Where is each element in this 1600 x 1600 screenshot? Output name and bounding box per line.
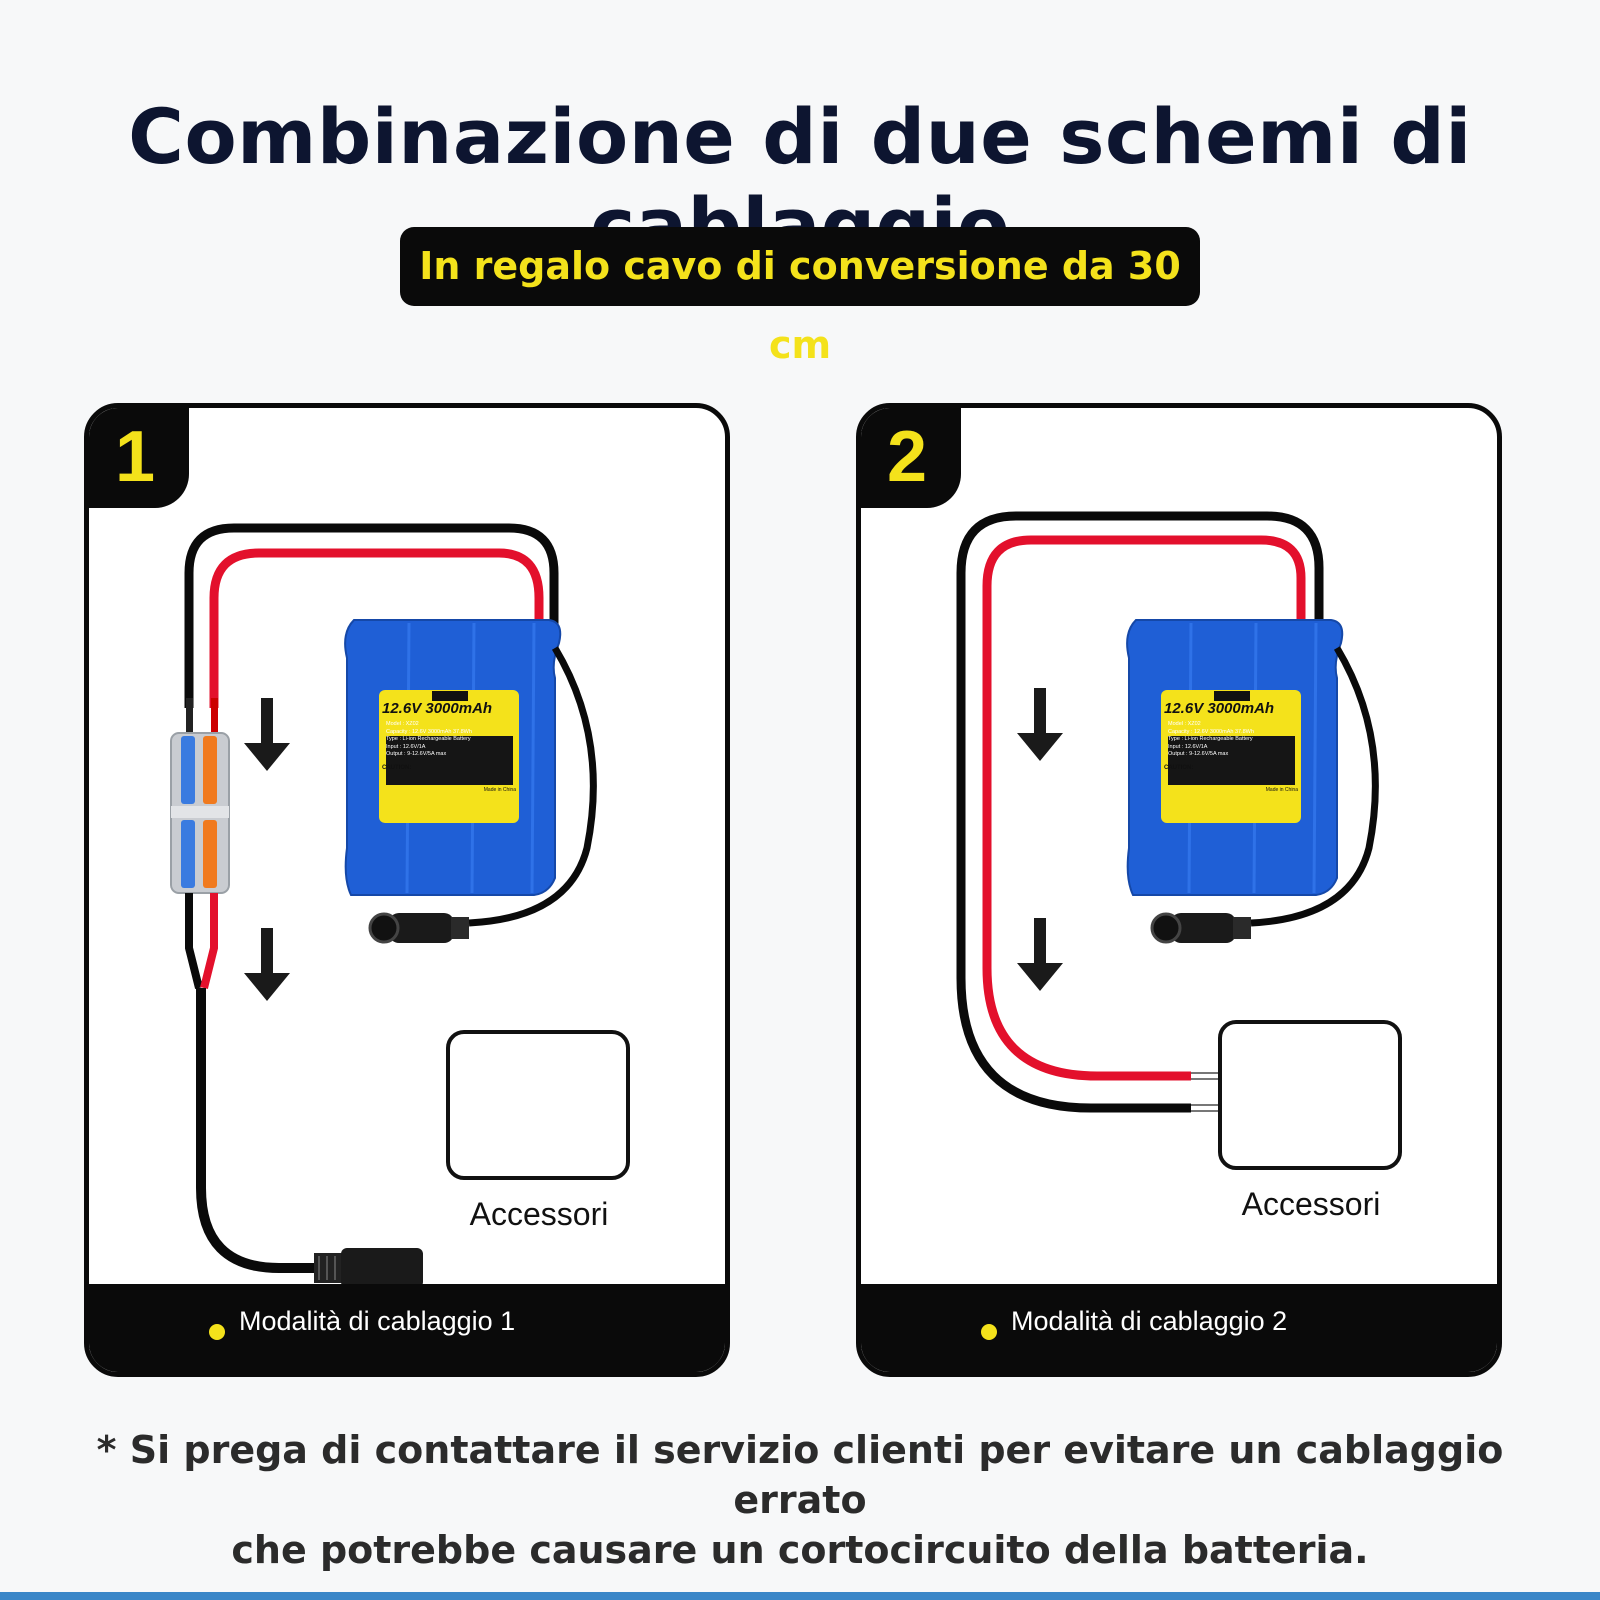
battery-title: 12.6V 3000mAh xyxy=(1164,700,1275,717)
black-wire xyxy=(184,523,559,708)
battery-dc-jack-icon xyxy=(1150,912,1251,944)
accessory-label: Accessori xyxy=(1241,1186,1381,1222)
gift-banner: In regalo cavo di conversione da 30 cm xyxy=(400,227,1200,367)
wiring-panel-2: 12.6V 3000mAh Model : XZ02 Capacity : 12… xyxy=(856,403,1502,1377)
footnote-line-2: che potrebbe causare un cortocircuito de… xyxy=(231,1528,1369,1572)
battery-output: Output : 9-12.6V/5A max xyxy=(386,751,447,757)
battery-caution: CAUTION: xyxy=(1164,764,1194,771)
wiring-panel-1: 12.6V 3000mAh Model : XZ02 Capacity : 12… xyxy=(84,403,730,1377)
red-wire xyxy=(209,548,544,708)
battery-made-in: Made in China xyxy=(483,786,516,793)
bullet-dot-icon xyxy=(209,1324,225,1340)
battery-label: 12.6V 3000mAh Model : XZ02 Capacity : 12… xyxy=(382,700,516,793)
lower-black-wire xyxy=(185,893,203,989)
battery-dc-jack-icon xyxy=(368,912,469,944)
battery-type: Type : Li-ion Rechargeable Battery xyxy=(1168,736,1253,742)
accessory-label: Accessori xyxy=(469,1196,609,1232)
panel-number: 2 xyxy=(887,417,928,497)
down-arrow-icon xyxy=(244,698,290,771)
lever-connector-icon xyxy=(170,732,230,894)
battery-title: 12.6V 3000mAh xyxy=(382,700,493,717)
black-wire xyxy=(956,511,1324,1113)
panel-number: 1 xyxy=(115,417,156,497)
bullet-dot-icon xyxy=(981,1324,997,1340)
battery-pack-icon xyxy=(1126,619,1344,896)
battery-input: Input : 12.6V/1A xyxy=(386,743,426,750)
wiring-mode-label: Modalità di cablaggio 1 xyxy=(239,1306,516,1336)
dc-plug-icon xyxy=(314,1248,423,1288)
battery-made-in: Made in China xyxy=(1265,786,1298,793)
down-arrow-icon xyxy=(1017,688,1063,761)
battery-pack-icon xyxy=(344,619,562,896)
battery-model: Model : XZ02 xyxy=(386,721,419,727)
panel-footer: Modalità di cablaggio 1 xyxy=(89,1284,725,1372)
wiring-mode-label: Modalità di cablaggio 2 xyxy=(1011,1306,1288,1336)
battery-input: Input : 12.6V/1A xyxy=(1168,743,1208,750)
wiring-diagram-2 xyxy=(956,511,1390,1160)
footnote-line-1: * Si prega di contattare il servizio cli… xyxy=(96,1428,1504,1522)
battery-capacity: Capacity : 12.6V 3000mAh 37.8Wh xyxy=(1168,728,1254,735)
down-arrow-icon xyxy=(1017,918,1063,991)
down-arrow-icon xyxy=(244,928,290,1001)
red-wire xyxy=(982,535,1306,1081)
battery-model: Model : XZ02 xyxy=(1168,721,1201,727)
battery-label: 12.6V 3000mAh Model : XZ02 Capacity : 12… xyxy=(1164,700,1298,793)
battery-caution: CAUTION: xyxy=(382,764,412,771)
wiring-diagram-1 xyxy=(170,523,618,1288)
bottom-strip xyxy=(0,1592,1600,1600)
panel-number-tab: 2 xyxy=(861,408,961,508)
accessory-frame xyxy=(1218,1020,1402,1170)
battery-cable xyxy=(1250,646,1379,927)
footnote: * Si prega di contattare il servizio cli… xyxy=(40,1425,1560,1575)
accessory-frame xyxy=(446,1030,630,1180)
battery-cable xyxy=(468,646,597,927)
panel-footer: Modalità di cablaggio 2 xyxy=(861,1284,1497,1372)
battery-type: Type : Li-ion Rechargeable Battery xyxy=(386,736,471,742)
battery-output: Output : 9-12.6V/5A max xyxy=(1168,751,1229,757)
page-title: Combinazione di due schemi di cablaggio xyxy=(128,92,1472,270)
battery-capacity: Capacity : 12.6V 3000mAh 37.8Wh xyxy=(386,728,472,735)
lower-red-wire xyxy=(200,893,218,989)
output-cable xyxy=(196,988,319,1273)
panel-number-tab: 1 xyxy=(89,408,189,508)
